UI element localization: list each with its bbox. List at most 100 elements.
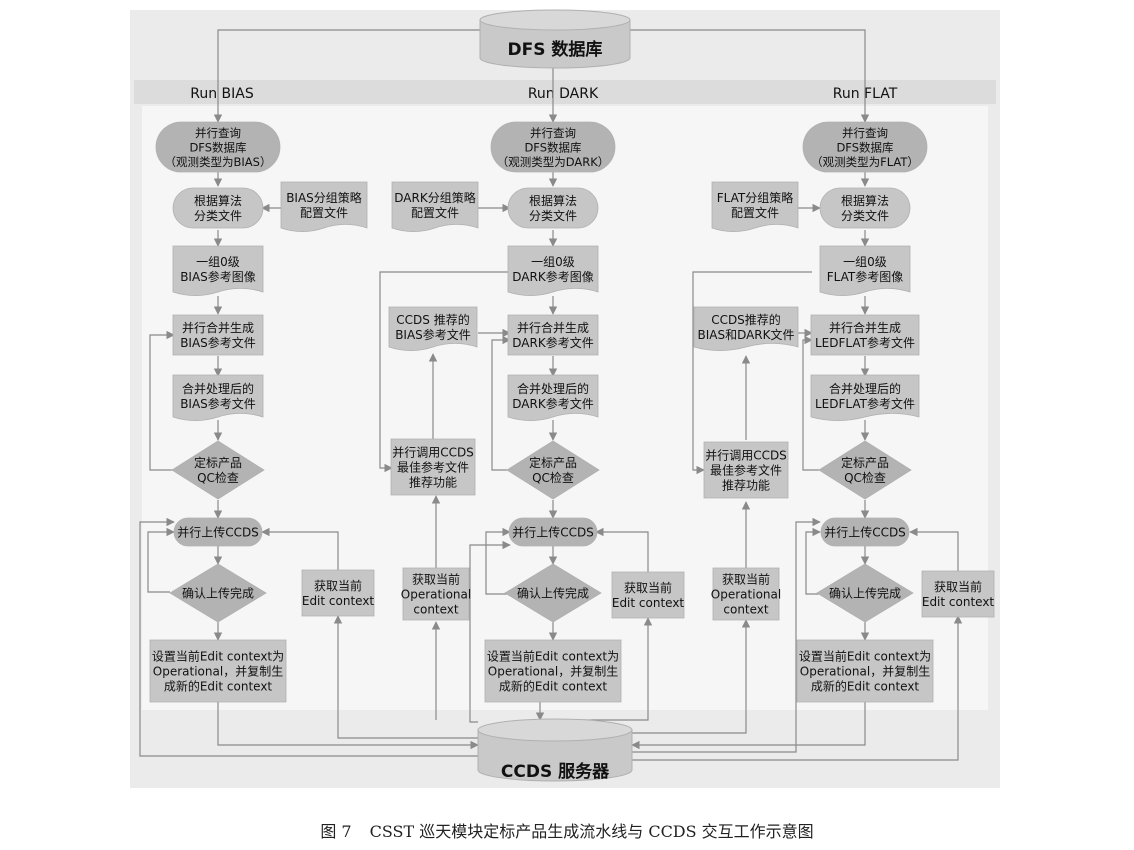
flat-merge-node-label-1: 并行合并生成 [829, 320, 901, 335]
flat-call-ccds-node-shape [703, 441, 789, 499]
flat-classify-node-label-2: 分类文件 [841, 208, 889, 223]
dark-merge-node-shape [507, 314, 599, 356]
flat-upload-node-label-1: 并行上传CCDS [824, 525, 906, 540]
flat-upload-node-shape [820, 517, 910, 547]
dark-level0-node-label-1: 一组0级 [531, 255, 575, 269]
dark-get-edit-node-label-1: 获取当前 [624, 580, 672, 595]
dark-qc-node-shape [506, 440, 600, 500]
flat-confirm-node-label-1: 确认上传完成 [829, 586, 901, 601]
flat-get-edit-node-label-1: 获取当前 [934, 579, 982, 594]
flat-recommended-node-label-1: CCDS推荐的 [711, 312, 781, 327]
dark-merge-node-label-1: 并行合并生成 [517, 320, 589, 335]
flat-query-node-label-1: 并行查询 [842, 126, 888, 140]
bias-set-op-node-shape [149, 639, 287, 703]
lane-header-band [134, 80, 996, 104]
flat-merged-node-label-2: LEDFLAT参考文件 [815, 396, 915, 411]
dark-classify-node-label-1: 根据算法 [529, 193, 577, 208]
dark-query-node-shape [490, 121, 616, 173]
flat-qc-node-shape [818, 440, 912, 500]
bias-classify-node-label-1: 根据算法 [194, 193, 242, 208]
bias-upload-node-shape [173, 517, 263, 547]
dfs-database-label: DFS 数据库 [508, 39, 603, 60]
dark-recommended-node-label-2: BIAS参考文件 [395, 327, 471, 342]
caption-text: CSST 巡天模块定标产品生成流水线与 CCDS 交互工作示意图 [369, 822, 814, 841]
flat-get-edit-node-label-2: Edit context [922, 595, 995, 609]
dark-merged-node-label-2: DARK参考文件 [512, 396, 593, 411]
dark-recommended-node-shape [388, 306, 478, 351]
bias-query-node-label-3: （观测类型为BIAS） [165, 155, 272, 169]
dark-upload-node: 并行上传CCDS [508, 517, 598, 547]
bias-merged-node-label-2: BIAS参考文件 [180, 396, 256, 411]
bias-strategy-node-label-1: BIAS分组策略 [286, 190, 362, 205]
flat-upload-node: 并行上传CCDS [820, 517, 910, 547]
flat-query-node-label-3: （观测类型为FLAT） [811, 155, 919, 169]
dark-merged-node-shape [507, 374, 599, 421]
flat-classify-node-label-1: 根据算法 [841, 193, 889, 208]
flat-get-operational-node-label-3: context [723, 603, 769, 617]
flat-confirm-node: 确认上传完成 [816, 563, 914, 623]
dark-classify-node-label-2: 分类文件 [529, 208, 577, 223]
dark-get-operational-node-shape [402, 567, 470, 621]
flat-qc-node-label-2: QC检查 [844, 470, 886, 485]
flat-merged-node-label-1: 合并处理后的 [829, 381, 901, 396]
dark-upload-node-shape [508, 517, 598, 547]
flat-classify-node-shape [819, 187, 911, 229]
dark-call-ccds-node-label-2: 最佳参考文件 [397, 460, 469, 475]
flat-set-op-node-label-3: 成新的Edit context [811, 679, 920, 694]
flat-strategy-node-label-1: FLAT分组策略 [717, 190, 793, 205]
dark-merged-node-label-1: 合并处理后的 [517, 381, 589, 396]
flat-recommended-node-label-2: BIAS和DARK文件 [697, 327, 794, 342]
bias-level0-node-label-2: BIAS参考图像 [180, 269, 256, 284]
flat-query-node-shape [802, 121, 928, 173]
dark-set-op-node: 设置当前Edit context为Operational，并复制生成新的Edit… [484, 639, 622, 703]
bias-classify-node-shape [172, 187, 264, 229]
figure-number: 图 7 [320, 822, 352, 841]
pipeline-diagram: Run BIAS Run DARK Run FLAT [130, 9, 1000, 788]
bias-level0-node-shape [172, 245, 264, 296]
dark-qc-node-label-2: QC检查 [532, 470, 574, 485]
dark-set-op-node-label-1: 设置当前Edit context为 [487, 649, 619, 664]
flat-merge-node-label-2: LEDFLAT参考文件 [815, 335, 915, 350]
dark-set-op-node-label-2: Operational，并复制生 [488, 665, 618, 679]
dark-qc-node-label-1: 定标产品 [529, 455, 577, 470]
flat-recommended-node-shape [693, 306, 799, 351]
bias-strategy-node-shape [280, 181, 368, 232]
flat-get-operational-node-label-1: 获取当前 [722, 572, 770, 587]
dark-query-node-label-1: 并行查询 [530, 126, 576, 140]
dark-get-operational-node-label-2: Operational [401, 588, 471, 602]
bias-upload-node: 并行上传CCDS [173, 517, 263, 547]
bias-confirm-node-label-1: 确认上传完成 [182, 586, 254, 601]
flat-strategy-node-label-2: 配置文件 [731, 205, 779, 220]
dark-level0-node-shape [507, 245, 599, 296]
flat-level0-node-label-2: FLAT参考图像 [827, 269, 903, 284]
bias-get-edit-node-shape [301, 569, 375, 617]
dark-upload-node-label-1: 并行上传CCDS [512, 525, 594, 540]
flat-level0-node-label-1: 一组0级 [843, 255, 887, 269]
flat-call-ccds-node-label-1: 并行调用CCDS [705, 449, 787, 463]
flat-merged-node-shape [810, 374, 920, 421]
dark-level0-node-label-2: DARK参考图像 [512, 269, 593, 284]
dark-call-ccds-node-shape [390, 438, 476, 496]
ccds-server-label: CCDS 服务器 [501, 761, 610, 782]
bias-upload-node-label-1: 并行上传CCDS [177, 525, 259, 540]
dark-classify-node-shape [507, 187, 599, 229]
